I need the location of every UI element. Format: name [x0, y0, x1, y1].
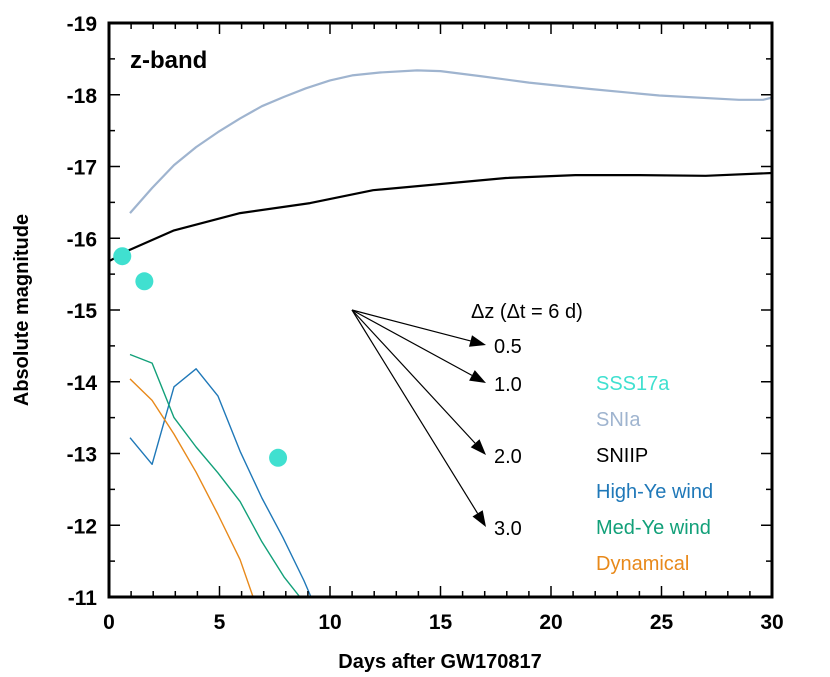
series-sniip-line: [109, 171, 772, 263]
series-med-ye-wind-line: [129, 353, 301, 597]
x-tick-label: 15: [429, 611, 453, 634]
y-tick-label: -16: [67, 228, 97, 251]
data-point: [135, 272, 154, 291]
axes: 0 5 10 15 20 25 30 -19 -18 -17 -16 -15 -14 -13 -12 -11: [67, 13, 784, 634]
y-tick-label: -19: [67, 13, 97, 36]
x-tick-label: 10: [318, 611, 341, 634]
delta-z-arrow: 0.5: [351, 309, 522, 358]
delta-z-label: 0.5: [494, 336, 522, 358]
legend-entry-sniip: SNIIP: [596, 445, 648, 467]
delta-z-label: 3.0: [494, 518, 522, 540]
y-tick-label: -14: [67, 372, 98, 395]
panel-label: z-band: [130, 47, 207, 74]
series-snia-line: [129, 69, 772, 214]
series-dynamical-line: [129, 378, 254, 597]
legend-entry-dynamical: Dynamical: [596, 553, 689, 575]
y-tick-label: -11: [68, 587, 98, 610]
y-tick-label: -12: [67, 515, 97, 538]
delta-z-label: 2.0: [494, 446, 522, 468]
annotation-title: Δz (Δt = 6 d): [471, 301, 583, 323]
x-tick-label: 0: [103, 611, 115, 634]
delta-z-arrow: 3.0: [351, 309, 522, 540]
delta-z-label: 1.0: [494, 374, 522, 396]
x-tick-label: 25: [650, 611, 674, 634]
x-tick-label: 5: [214, 611, 226, 634]
y-tick-label: -18: [67, 85, 98, 108]
y-tick-label: -15: [67, 300, 98, 323]
series-sss17a: [113, 247, 288, 467]
series-high-ye-wind-line: [129, 368, 312, 597]
x-tick-label: 20: [539, 611, 562, 634]
data-point: [113, 247, 132, 266]
series-layer: [109, 69, 772, 597]
legend-entry-snia: SNIa: [596, 409, 641, 431]
legend-entry-high-ye-wind: High-Ye wind: [596, 481, 713, 503]
y-tick-label: -13: [67, 444, 97, 467]
plot-frame: [107, 21, 774, 599]
x-tick-label: 30: [760, 611, 783, 634]
y-axis-title: Absolute magnitude: [11, 214, 33, 406]
legend-entry-med-ye-wind: Med-Ye wind: [596, 517, 711, 539]
delta-z-arrow: 1.0: [351, 309, 522, 396]
delta-z-annotation: Δz (Δt = 6 d) 0.5 1.0 2.0 3.0: [351, 301, 583, 540]
legend-entry-sss17a: SSS17a: [596, 373, 670, 395]
data-point: [269, 448, 288, 467]
delta-z-arrow: 2.0: [351, 309, 522, 468]
x-axis-title: Days after GW170817: [338, 651, 541, 673]
y-tick-label: -17: [67, 157, 97, 180]
